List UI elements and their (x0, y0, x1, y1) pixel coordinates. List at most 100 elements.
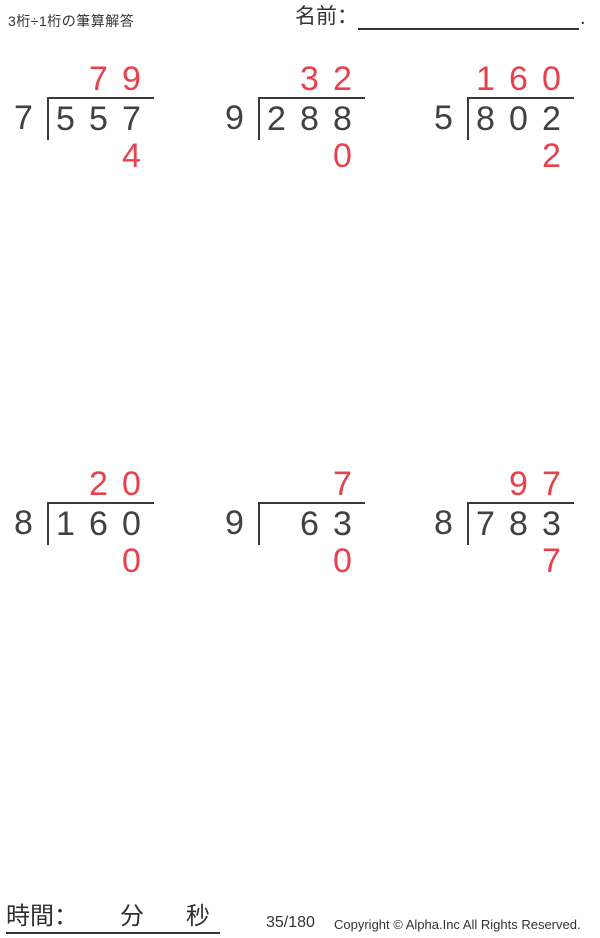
name-field: 名前： . (295, 4, 586, 30)
remainder-digit: 0 (122, 542, 141, 580)
remainder-row: 0 (260, 544, 359, 579)
division-bracket: 2 8 8 (258, 97, 365, 140)
time-field: 時間： 分 秒 (6, 899, 220, 934)
quotient-digit: 7 (89, 60, 108, 98)
remainder-digit (49, 544, 82, 579)
remainder-row: 7 (469, 544, 568, 579)
quotient-digit: 9 (122, 60, 141, 98)
dividend-digit (260, 504, 293, 545)
quotient-digit (293, 467, 326, 502)
dividend-digit: 6 (300, 505, 319, 543)
quotient-row: 3 2 (260, 62, 359, 97)
remainder-digit (82, 544, 115, 579)
quotient-digit: 0 (542, 60, 561, 98)
divisor: 8 (434, 504, 453, 542)
remainder-digit (49, 139, 82, 174)
quotient-digit: 2 (89, 465, 108, 503)
quotient-digit: 1 (476, 60, 495, 98)
dividend-row: 9 2 8 8 (211, 97, 365, 140)
quotient-row: 2 0 (49, 467, 148, 502)
dividend-digit: 3 (333, 505, 352, 543)
divisor: 9 (225, 504, 244, 542)
remainder-digit (260, 544, 293, 579)
quotient-digit: 2 (333, 60, 352, 98)
quotient-digit (49, 467, 82, 502)
remainder-digit: 0 (333, 542, 352, 580)
dividend-digit: 5 (56, 100, 75, 138)
quotient-digit (469, 467, 502, 502)
division-problem-6: 9 7 8 7 8 3 7 (420, 467, 590, 580)
dividend-row: 8 1 6 0 (0, 502, 154, 545)
dividend-row: 9 6 3 (211, 502, 365, 545)
worksheet-title: 3桁÷1桁の筆算解答 (8, 13, 135, 29)
remainder-digit: 2 (542, 137, 561, 175)
dividend-digit: 2 (542, 100, 561, 138)
quotient-digit: 7 (333, 465, 352, 503)
division-bracket: 6 3 (258, 502, 365, 545)
division-problem-2: 3 2 9 2 8 8 0 (211, 62, 381, 175)
divisor: 9 (225, 99, 244, 137)
quotient-row: 7 9 (49, 62, 148, 97)
dividend-digit: 8 (509, 505, 528, 543)
division-bracket: 8 0 2 (467, 97, 574, 140)
dividend-digit: 8 (333, 100, 352, 138)
divisor: 8 (14, 504, 33, 542)
dividend-digit: 6 (89, 505, 108, 543)
remainder-digit (82, 139, 115, 174)
remainder-digit: 0 (333, 137, 352, 175)
name-blank-line (358, 4, 579, 30)
dividend-row: 5 8 0 2 (420, 97, 574, 140)
dividend-digit: 7 (122, 100, 141, 138)
quotient-digit (260, 62, 293, 97)
remainder-row: 4 (49, 139, 148, 174)
quotient-digit: 3 (300, 60, 319, 98)
quotient-digit (260, 467, 293, 502)
dividend-digit: 2 (267, 100, 286, 138)
quotient-digit: 6 (509, 60, 528, 98)
remainder-digit (502, 544, 535, 579)
division-bracket: 5 5 7 (47, 97, 154, 140)
divisor: 7 (14, 99, 33, 137)
remainder-digit (260, 139, 293, 174)
dividend-digit: 8 (300, 100, 319, 138)
quotient-row: 9 7 (469, 467, 568, 502)
division-problem-5: 7 9 6 3 0 (211, 467, 381, 580)
quotient-row: 1 6 0 (469, 62, 568, 97)
quotient-row: 7 (260, 467, 359, 502)
remainder-row: 0 (49, 544, 148, 579)
remainder-row: 0 (260, 139, 359, 174)
division-problem-1: 7 9 7 5 5 7 4 (0, 62, 170, 175)
remainder-digit (469, 544, 502, 579)
quotient-digit (49, 62, 82, 97)
name-period: . (580, 7, 586, 29)
remainder-row: 2 (469, 139, 568, 174)
dividend-digit: 0 (122, 505, 141, 543)
dividend-digit: 1 (56, 505, 75, 543)
dividend-digit: 0 (509, 100, 528, 138)
remainder-digit (293, 544, 326, 579)
dividend-digit: 8 (476, 100, 495, 138)
quotient-digit: 7 (542, 465, 561, 503)
minutes-label: 分 (120, 903, 144, 930)
quotient-digit: 0 (122, 465, 141, 503)
name-label: 名前： (295, 5, 358, 28)
division-problem-4: 2 0 8 1 6 0 0 (0, 467, 170, 580)
division-bracket: 1 6 0 (47, 502, 154, 545)
remainder-digit (469, 139, 502, 174)
dividend-digit: 7 (476, 505, 495, 543)
division-bracket: 7 8 3 (467, 502, 574, 545)
dividend-digit: 3 (542, 505, 561, 543)
dividend-digit: 5 (89, 100, 108, 138)
seconds-label: 秒 (186, 903, 210, 930)
divisor: 5 (434, 99, 453, 137)
time-label: 時間： (6, 903, 78, 930)
dividend-row: 8 7 8 3 (420, 502, 574, 545)
remainder-digit: 4 (122, 137, 141, 175)
page-number: 35/180 (266, 914, 315, 931)
remainder-digit: 7 (542, 542, 561, 580)
quotient-digit: 9 (509, 465, 528, 503)
remainder-digit (293, 139, 326, 174)
copyright-text: Copyright © Alpha.Inc All Rights Reserve… (334, 917, 581, 932)
division-problem-3: 1 6 0 5 8 0 2 2 (420, 62, 590, 175)
